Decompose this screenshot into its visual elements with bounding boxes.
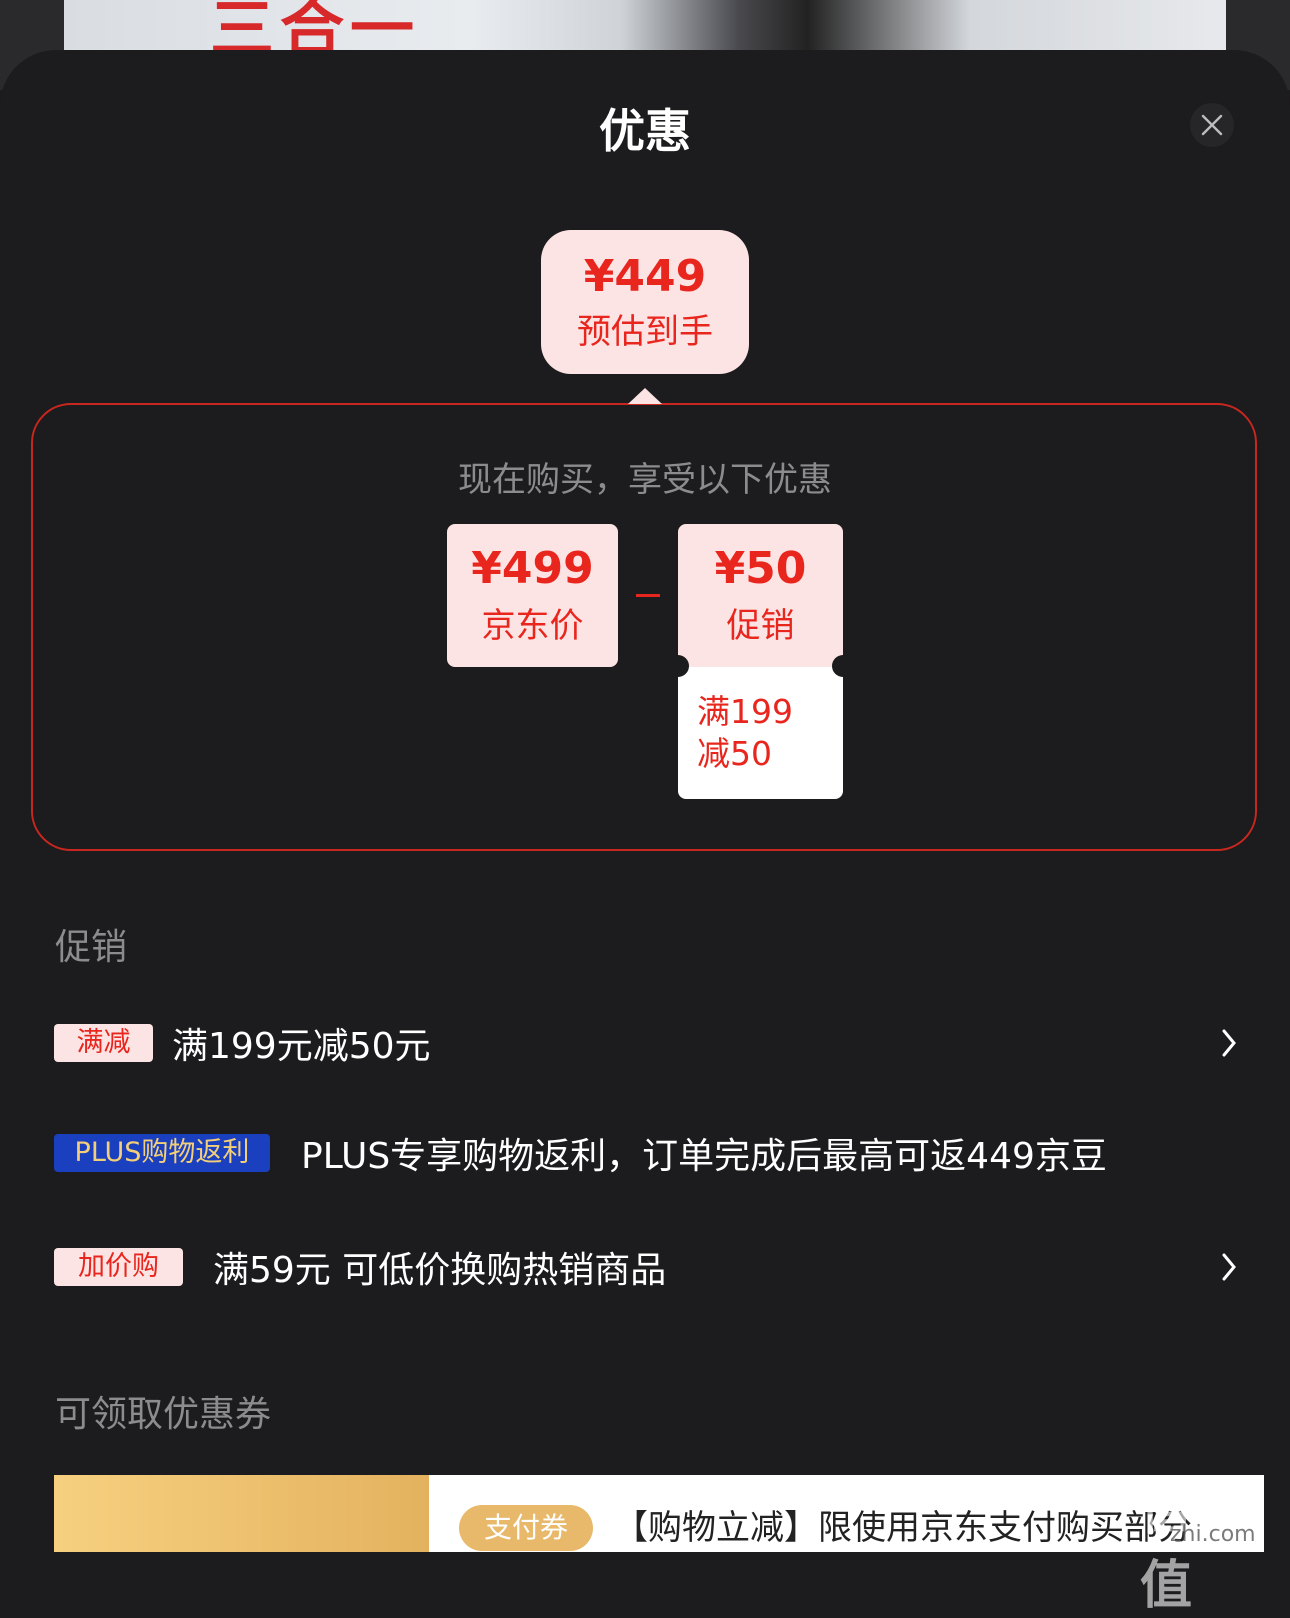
jd-price-card: ¥499 京东价 [447,524,618,667]
estimated-price-badge: ¥449 预估到手 [541,230,749,374]
full-reduction-text: 满199元减50元 [172,1026,431,1067]
promotion-row-full-reduction[interactable]: 满减 满199元减50元 [0,1013,1290,1073]
estimated-price: ¥449 [583,251,707,302]
coupon-card[interactable]: 支付券 【购物立减】限使用京东支付购买部分 [54,1475,1264,1552]
full-reduction-tag: 满减 [54,1024,153,1062]
promo-discount-detail: 满199 减50 [678,667,843,799]
promotions-section-title: 促销 [55,927,128,968]
badge-pointer [628,388,662,404]
add-on-purchase-tag: 加价购 [54,1248,183,1286]
discount-breakdown-frame [31,403,1257,851]
promo-detail-line1: 满199 [697,692,793,731]
add-on-purchase-text: 满59元 可低价换购热销商品 [213,1250,667,1291]
promo-discount-label: 促销 [726,606,795,646]
jd-price-label: 京东价 [481,606,584,646]
close-icon [1201,114,1223,136]
estimated-price-label: 预估到手 [577,312,713,352]
ticket-notch-left [667,655,689,677]
coupon-description: 【购物立减】限使用京东支付购买部分 [614,1508,1192,1548]
sheet-title: 优惠 [599,104,691,158]
chevron-right-icon [1222,1253,1236,1281]
coupons-section-title: 可领取优惠券 [55,1394,272,1435]
watermark-domain: zhi.com [1170,1522,1256,1547]
chevron-right-icon [1222,1029,1236,1057]
plus-rebate-tag: PLUS购物返利 [54,1134,270,1172]
breakdown-title: 现在购买，享受以下优惠 [458,460,832,500]
promo-discount-card: ¥50 促销 [678,524,843,667]
promotion-row-plus-rebate: PLUS购物返利 PLUS专享购物返利，订单完成后最高可返449京豆 [0,1123,1290,1183]
promo-detail-line2: 减50 [697,734,772,773]
close-button[interactable] [1190,103,1234,147]
plus-rebate-text: PLUS专享购物返利，订单完成后最高可返449京豆 [301,1136,1107,1177]
promotion-row-add-on-purchase[interactable]: 加价购 满59元 可低价换购热销商品 [0,1237,1290,1297]
minus-sign [636,594,660,597]
payment-coupon-tag: 支付券 [459,1505,593,1551]
coupon-value-panel [54,1475,429,1552]
jd-price: ¥499 [471,543,594,594]
promo-discount-amount: ¥50 [714,543,807,594]
ticket-notch-right [832,655,854,677]
